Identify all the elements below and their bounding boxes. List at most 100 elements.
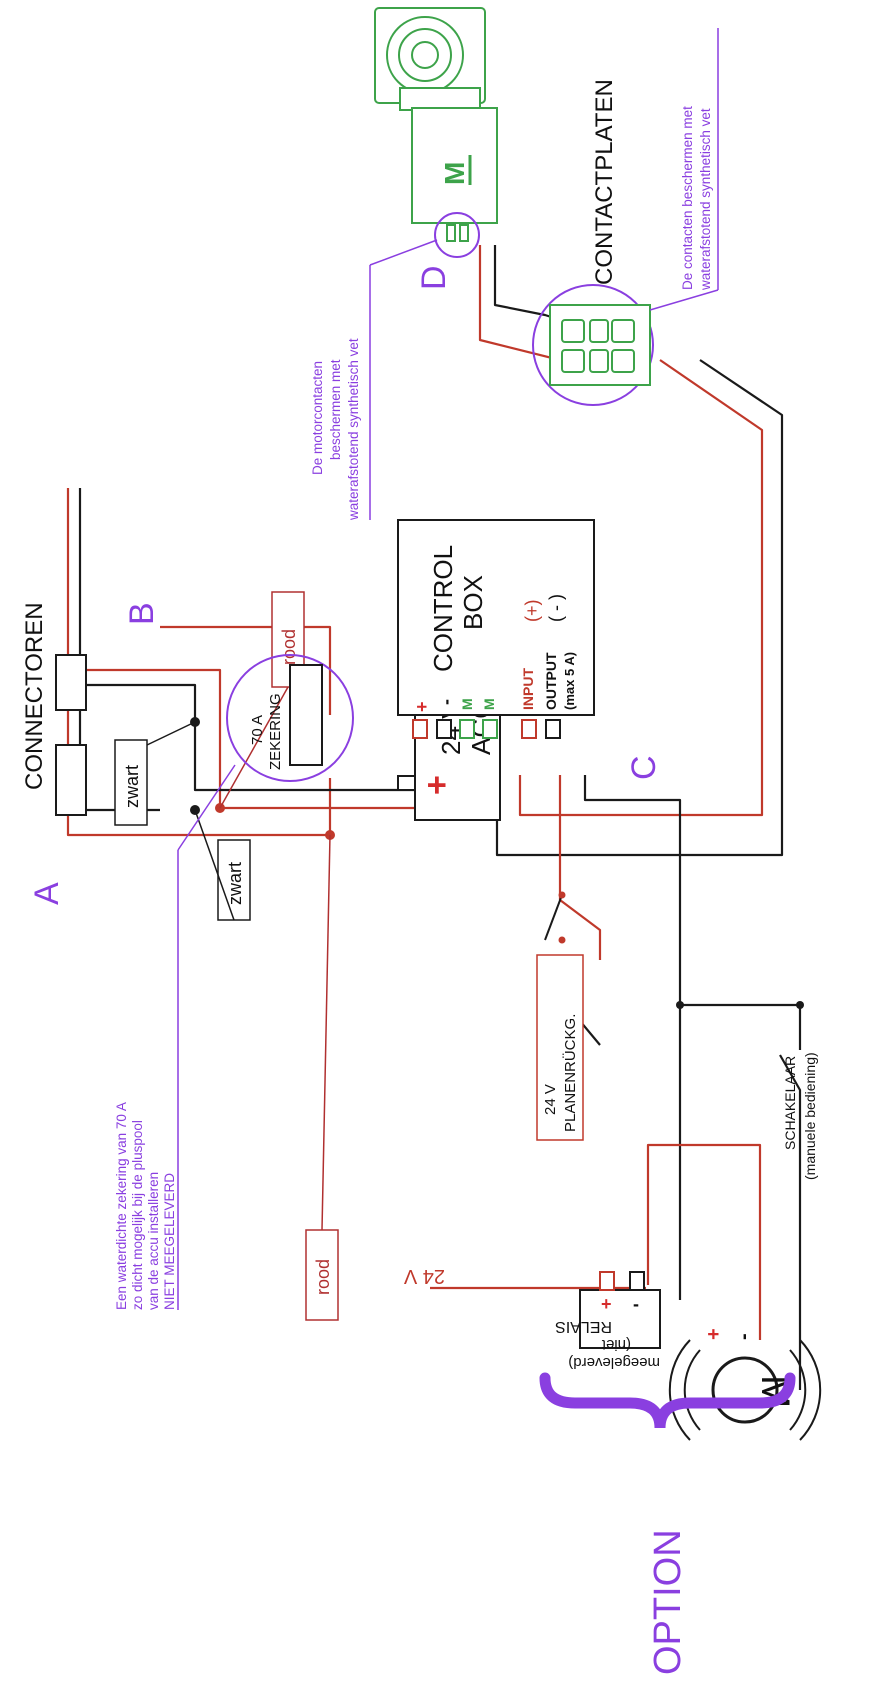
- option-brace: [539, 1372, 796, 1429]
- control-output-minus: ( - ): [546, 594, 566, 622]
- control-title-2: BOX: [458, 575, 488, 630]
- control-title-1: CONTROL: [428, 545, 458, 672]
- pin-m2: [482, 719, 498, 739]
- marker-b: B: [123, 602, 161, 625]
- leader-zwart-2: [194, 809, 235, 921]
- pin-m1: [459, 719, 475, 739]
- motor-contact-1: [446, 224, 456, 242]
- pin-minus: [436, 719, 452, 739]
- contact-plate-1: [561, 319, 585, 343]
- fuse-note-3: van de accu installeren: [146, 1172, 161, 1310]
- leader-rood-2: [321, 834, 331, 1231]
- contact-plate-2: [561, 349, 585, 373]
- motor-note-2: beschermen met: [328, 359, 343, 460]
- fuse-circle: [226, 654, 354, 782]
- fuse-note-leader-2: [177, 764, 236, 851]
- control-input-plus: (+): [522, 600, 542, 623]
- contact-note-2: waterafstotend synthetisch vet: [698, 108, 713, 291]
- wire-red-relais-motor: [646, 1143, 762, 1340]
- motor-note-1: De motorcontacten: [310, 361, 325, 475]
- gear-shaft-inner: [411, 41, 439, 69]
- contact-plate-3: [611, 319, 635, 343]
- gear-shaft-mid: [398, 28, 452, 82]
- option-motor-plus: +: [703, 1328, 725, 1340]
- motor-body: [411, 107, 498, 224]
- pin-m2-label: M: [481, 698, 497, 710]
- relais-terminal-minus: [629, 1271, 645, 1291]
- connector-b: [55, 654, 87, 711]
- marker-a: A: [28, 882, 66, 905]
- relais-sub-2: meegeleverd): [568, 1354, 660, 1371]
- planen-switch-contact-1: [558, 936, 566, 944]
- pin-output-label: OUTPUT: [543, 652, 559, 710]
- contact-plate-5: [589, 319, 609, 343]
- fuse-body: [289, 664, 323, 766]
- option-motor: M + -: [668, 1328, 822, 1441]
- fuse-name: ZEKERING: [267, 693, 284, 770]
- option-motor-arc-2: [668, 1339, 691, 1441]
- connectoren-label: CONNECTOREN: [21, 602, 48, 790]
- fuse-note-1: Een waterdichte zekering van 70 A: [114, 1102, 129, 1310]
- option-label: OPTION: [647, 1529, 689, 1675]
- contact-note-1: De contacten beschermen met: [680, 106, 695, 290]
- control-box: [397, 519, 595, 716]
- planen-switch-contact-2: [558, 891, 566, 899]
- pin-minus-label: -: [436, 699, 456, 705]
- option-motor-minus: -: [733, 1333, 755, 1340]
- zwart-label-1: zwart: [122, 765, 142, 808]
- motor-note-leader-2: [369, 239, 438, 266]
- fuse-amp: 70 A: [249, 715, 266, 745]
- relais-minus-sign: -: [633, 1294, 639, 1314]
- junction-black-4: [796, 1001, 804, 1009]
- label-box-zwart-1: [114, 739, 148, 826]
- leader-zwart-1: [146, 721, 196, 746]
- battery-plus-sign: +: [418, 775, 456, 795]
- connector-a: [55, 744, 87, 816]
- relais-body: [579, 1289, 661, 1349]
- schakelaar-label: SCHAKELAAR: [782, 1056, 798, 1150]
- motor-m-label: M: [439, 162, 470, 185]
- planen-voltage: 24 V: [542, 1084, 559, 1115]
- marker-c: C: [625, 755, 663, 780]
- relais-plus-sign: +: [601, 1294, 612, 1314]
- rood-label-2: rood: [313, 1259, 333, 1295]
- contact-note-leader-2: [649, 289, 719, 311]
- pin-m1-label: M: [459, 698, 475, 710]
- fuse-note-4: NIET MEEGELEVERD: [162, 1173, 177, 1310]
- pin-output: [545, 719, 561, 739]
- option-motor-arc-4: [799, 1339, 822, 1441]
- label-box-zwart-2: [217, 839, 251, 921]
- motor-note-3: waterafstotend synthetisch vet: [346, 338, 361, 521]
- pin-output-max-label: (max 5 A): [562, 652, 577, 710]
- motor-coupling: [399, 87, 481, 111]
- contactplaten-plates: [561, 319, 635, 373]
- option-motor-arc-1: [683, 1349, 701, 1431]
- marker-d: D: [415, 265, 453, 290]
- junction-black-3: [676, 1001, 684, 1009]
- contactplaten-circle: [532, 284, 654, 406]
- contact-plate-6: [589, 349, 609, 373]
- contactplaten-label: CONTACTPLATEN: [591, 79, 618, 285]
- contact-plate-4: [611, 349, 635, 373]
- wire-black-c: [495, 359, 784, 857]
- relais-terminal-plus: [599, 1271, 615, 1291]
- motor-contact-2: [459, 224, 469, 242]
- relais-label: RELAIS: [555, 1318, 612, 1335]
- pin-plus: [412, 719, 428, 739]
- relais-sub-1: (niet: [601, 1336, 631, 1353]
- supply-24v-label: 24 V: [403, 1265, 445, 1287]
- wire-black-output: [583, 775, 682, 1300]
- leader-rood-1: [219, 686, 289, 809]
- wire-red-fuse-battery: [160, 625, 332, 715]
- wire-red-input: [558, 775, 602, 960]
- motor-contacts-circle: [434, 212, 480, 258]
- option-motor-arc-3: [789, 1349, 807, 1431]
- planen-switch-arm: [544, 894, 563, 941]
- planen-name: PLANENRÜCKG.: [561, 1014, 579, 1132]
- battery-terminal-plus: [397, 775, 416, 791]
- planen-box: [536, 954, 584, 1141]
- pin-input: [521, 719, 537, 739]
- pin-input-label: INPUT: [520, 668, 536, 710]
- gear-motor: M: [374, 7, 498, 258]
